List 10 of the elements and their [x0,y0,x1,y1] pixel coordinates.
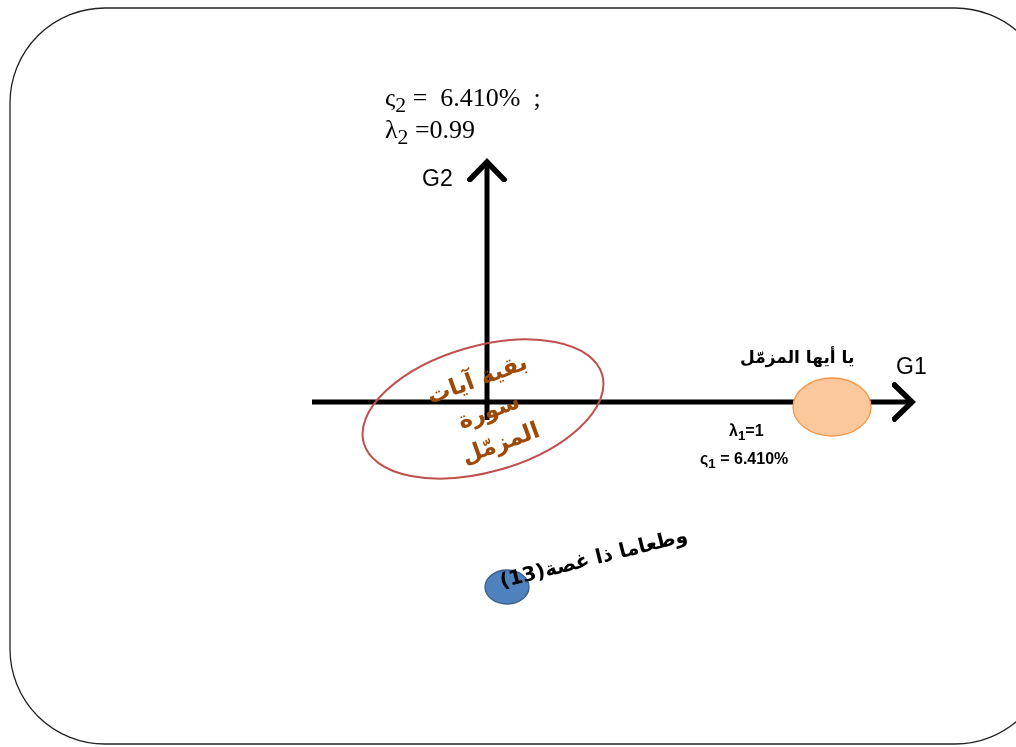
axis-label: G1 [896,354,927,380]
axis-label: λ$_{1}$=1 [729,422,764,444]
axis-label: λ$_{2}$ =0.99 [385,116,476,150]
arabic-caption: وطعاما ذا غصة(13) [497,523,690,592]
arabic-caption: يا أيها المزمّل [740,348,855,367]
axis-label: G2 [422,166,453,192]
axis-label: ς$_{1}$ = 6.410% [700,450,789,472]
oval-text: بقية آيات سورة المزمّل [422,347,544,471]
ellipse-marker [792,377,872,437]
axis-label: ς$_{2}$ = 6.410% ; [385,84,541,118]
